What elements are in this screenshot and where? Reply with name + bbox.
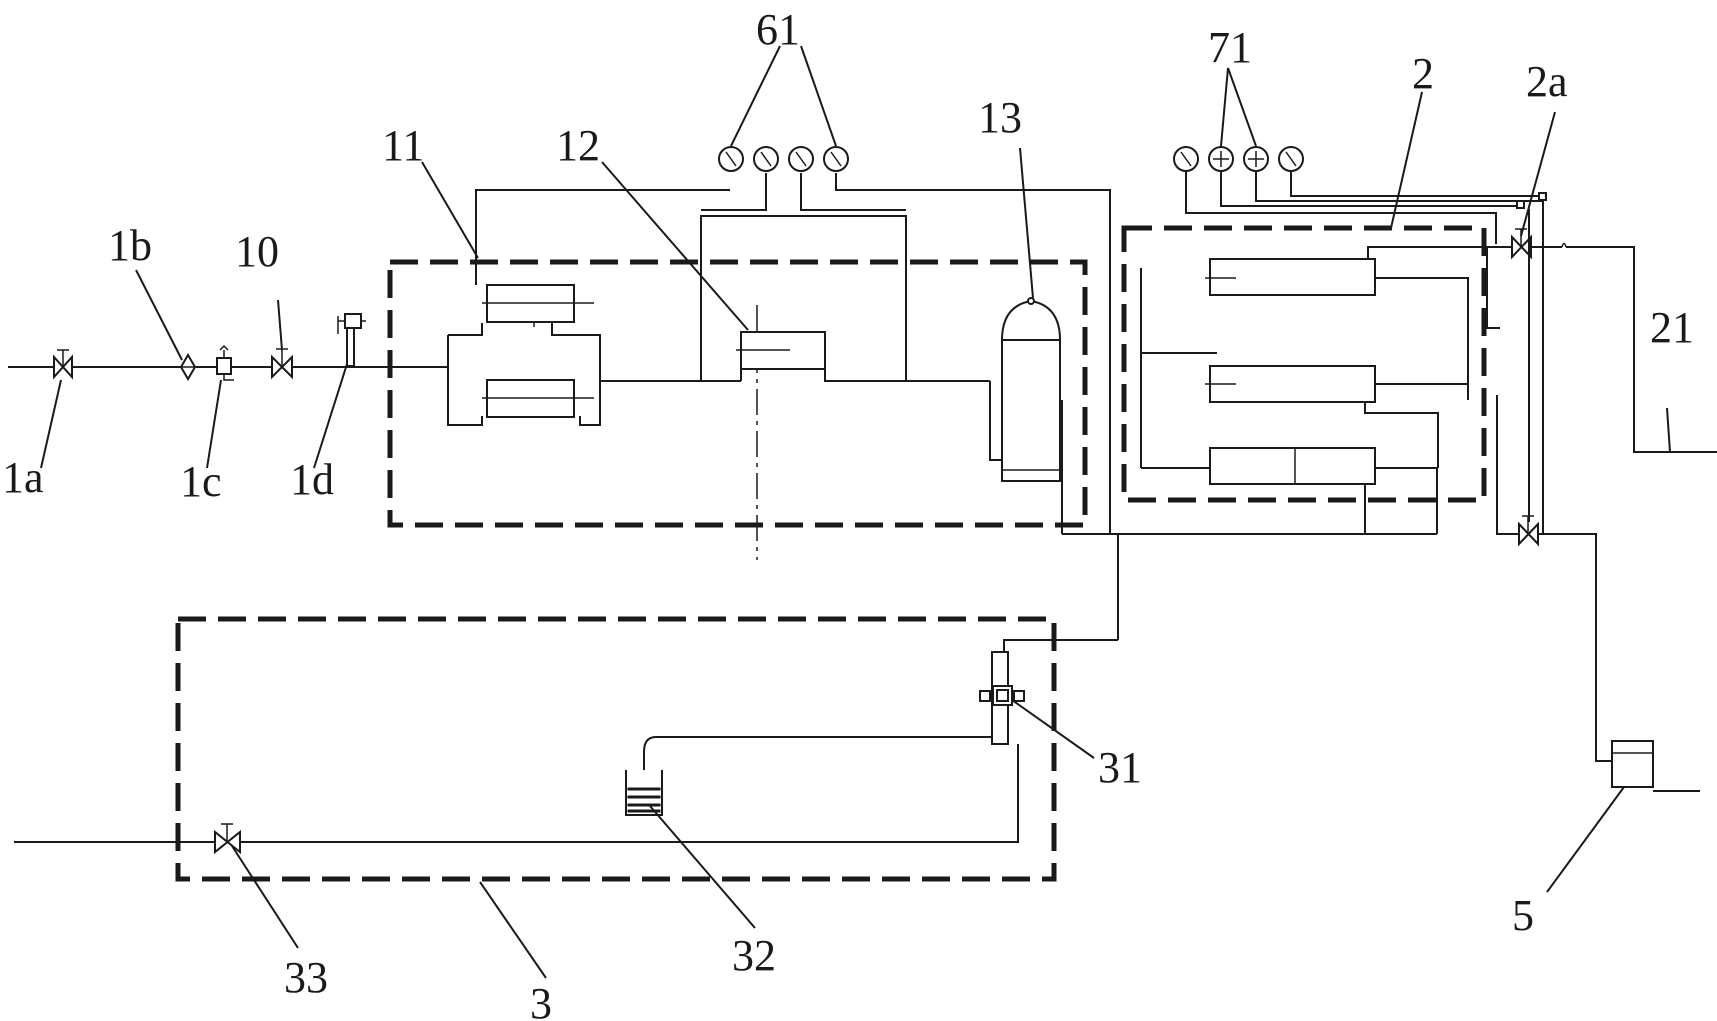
label-13: 13 [978, 93, 1022, 142]
unit-12 [700, 215, 907, 382]
filter-1b [179, 353, 197, 381]
label-1d: 1d [290, 455, 334, 504]
valve-33 [14, 823, 241, 855]
label-71: 71 [1208, 23, 1252, 72]
label-5: 5 [1512, 891, 1534, 940]
drain-branch [1496, 209, 1612, 762]
module-2-boundary [1121, 225, 1487, 503]
unit-32 [625, 736, 992, 816]
regulator-1c [216, 344, 234, 381]
unit-11 [447, 284, 601, 426]
label-61: 61 [756, 5, 800, 54]
solenoid-valve-1d [337, 313, 366, 367]
unit-13 [989, 297, 1063, 534]
label-31: 31 [1098, 743, 1142, 792]
module-3-boundary [175, 616, 1057, 882]
valve-10 [271, 348, 293, 380]
pipe-into-31 [1003, 639, 1118, 652]
label-1b: 1b [108, 221, 152, 270]
unit-31 [240, 651, 1025, 843]
label-12: 12 [556, 121, 600, 170]
label-33: 33 [284, 953, 328, 1002]
label-21: 21 [1650, 303, 1694, 352]
label-1c: 1c [180, 457, 222, 506]
module-1-boundary [387, 259, 1088, 528]
label-2a: 2a [1526, 57, 1568, 106]
label-10: 10 [235, 227, 279, 276]
unit-2-heaters [1140, 246, 1500, 534]
label-3: 3 [530, 979, 552, 1021]
sensors-71 [1173, 146, 1547, 534]
leader-lines [40, 45, 1671, 979]
label-32: 32 [732, 931, 776, 980]
label-2: 2 [1412, 49, 1434, 98]
label-1a: 1a [2, 453, 44, 502]
valve-1a [53, 349, 73, 380]
label-11: 11 [382, 121, 424, 170]
valve-2a [1487, 228, 1717, 453]
component-5 [1611, 740, 1700, 792]
